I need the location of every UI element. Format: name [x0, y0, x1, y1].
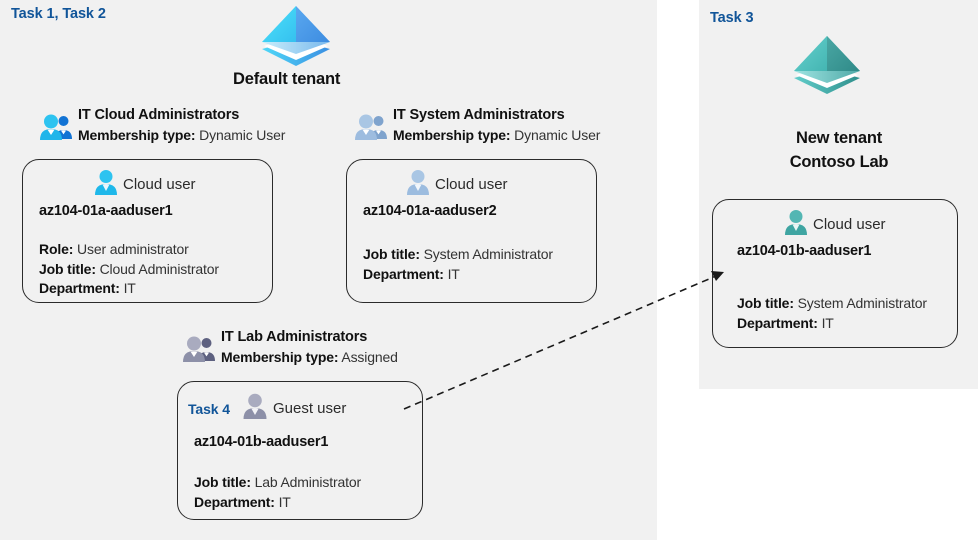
attr-role-value: User administrator — [77, 241, 189, 257]
user-type-label: Cloud user — [813, 215, 886, 233]
task-label-3: Task 3 — [710, 10, 754, 26]
membership-value: Dynamic User — [199, 127, 286, 143]
attr-department-label: Department: — [39, 280, 120, 296]
attr-jobtitle-label: Job title: — [737, 295, 794, 311]
user-attributes: Job title: System Administrator Departme… — [737, 294, 927, 333]
new-tenant-title-line2: Contoso Lab — [789, 153, 889, 171]
cloud-user-icon — [785, 209, 807, 239]
attr-department: Department: IT — [737, 314, 927, 334]
user-type-row: Cloud user — [785, 209, 886, 239]
user-type-label: Guest user — [273, 399, 347, 417]
user-type-label: Cloud user — [435, 175, 508, 193]
membership-value: Dynamic User — [514, 127, 601, 143]
group-membership: Membership type: Dynamic User — [78, 127, 285, 143]
azure-tenant-pyramid-icon — [256, 2, 336, 68]
attr-jobtitle-value: System Administrator — [797, 295, 927, 311]
new-tenant-pyramid-icon — [789, 32, 865, 96]
group-membership: Membership type: Dynamic User — [393, 127, 600, 143]
attr-jobtitle-label: Job title: — [363, 246, 420, 262]
user-card-az104-01b-aaduser1-cloud[interactable]: Cloud user az104-01b-aaduser1 Job title:… — [712, 199, 958, 348]
user-name: az104-01a-aaduser1 — [39, 203, 173, 219]
attr-role-label: Role: — [39, 241, 74, 257]
membership-label: Membership type: — [393, 127, 511, 143]
attr-department-label: Department: — [194, 493, 275, 510]
group-it-system-administrators: IT System Administrators Membership type… — [355, 107, 600, 143]
group-membership: Membership type: Assigned — [221, 349, 398, 365]
user-name: az104-01a-aaduser2 — [363, 203, 497, 219]
user-type-row: Cloud user — [95, 169, 196, 199]
membership-label: Membership type: — [78, 127, 196, 143]
attr-department: Department: IT — [39, 279, 219, 299]
attr-jobtitle: Job title: System Administrator — [363, 245, 553, 265]
user-card-az104-01a-aaduser1[interactable]: Cloud user az104-01a-aaduser1 Role: User… — [22, 159, 273, 303]
user-attributes: Job title: System Administrator Departme… — [363, 245, 553, 284]
group-name: IT Cloud Administrators — [78, 107, 240, 123]
user-type-label: Cloud user — [123, 175, 196, 193]
user-card-az104-01b-aaduser1-guest[interactable]: Guest user az104-01b-aaduser1 Job title:… — [177, 381, 423, 520]
task-label-4: Task 4 — [188, 401, 230, 417]
group-users-icon — [355, 113, 389, 146]
group-name: IT Lab Administrators — [221, 329, 368, 345]
default-tenant-title: Default tenant — [233, 70, 341, 88]
cloud-user-icon — [95, 169, 117, 199]
group-users-icon — [183, 335, 217, 368]
user-attributes: Job title: Lab Administrator Department:… — [194, 473, 361, 512]
attr-jobtitle-value: Cloud Administrator — [99, 260, 219, 277]
group-name: IT System Administrators — [393, 107, 565, 123]
user-attributes: Role: User administrator Job title: Clou… — [39, 240, 219, 299]
guest-user-icon — [243, 393, 267, 423]
user-name: az104-01b-aaduser1 — [737, 243, 872, 259]
membership-label: Membership type: — [221, 349, 339, 365]
attr-jobtitle-label: Job title: — [39, 260, 96, 277]
task-label-1-2: Task 1, Task 2 — [11, 6, 106, 22]
attr-jobtitle-value: Lab Administrator — [254, 474, 362, 490]
attr-department-label: Department: — [737, 314, 818, 331]
attr-department: Department: IT — [194, 493, 361, 513]
new-tenant-title-line1: New tenant — [795, 129, 882, 147]
attr-department-value: IT — [278, 493, 291, 510]
user-name: az104-01b-aaduser1 — [194, 434, 329, 450]
attr-department-value: IT — [123, 280, 136, 296]
attr-jobtitle-label: Job title: — [194, 474, 251, 490]
attr-department-value: IT — [821, 314, 834, 331]
attr-department-label: Department: — [363, 265, 444, 282]
new-tenant-title: New tenant Contoso Lab — [700, 126, 978, 174]
attr-jobtitle: Job title: Cloud Administrator — [39, 260, 219, 280]
group-users-icon — [40, 113, 74, 146]
attr-department: Department: IT — [363, 265, 553, 285]
membership-value: Assigned — [341, 349, 398, 365]
group-it-cloud-administrators: IT Cloud Administrators Membership type:… — [40, 107, 285, 143]
attr-jobtitle-value: System Administrator — [423, 246, 553, 262]
attr-role: Role: User administrator — [39, 240, 219, 260]
attr-jobtitle: Job title: System Administrator — [737, 294, 927, 314]
attr-department-value: IT — [447, 265, 460, 282]
attr-jobtitle: Job title: Lab Administrator — [194, 473, 361, 493]
user-type-row: Guest user — [243, 393, 346, 423]
user-card-az104-01a-aaduser2[interactable]: Cloud user az104-01a-aaduser2 Job title:… — [346, 159, 597, 303]
cloud-user-icon — [407, 169, 429, 199]
group-it-lab-administrators: IT Lab Administrators Membership type: A… — [183, 329, 398, 365]
user-type-row: Cloud user — [407, 169, 508, 199]
